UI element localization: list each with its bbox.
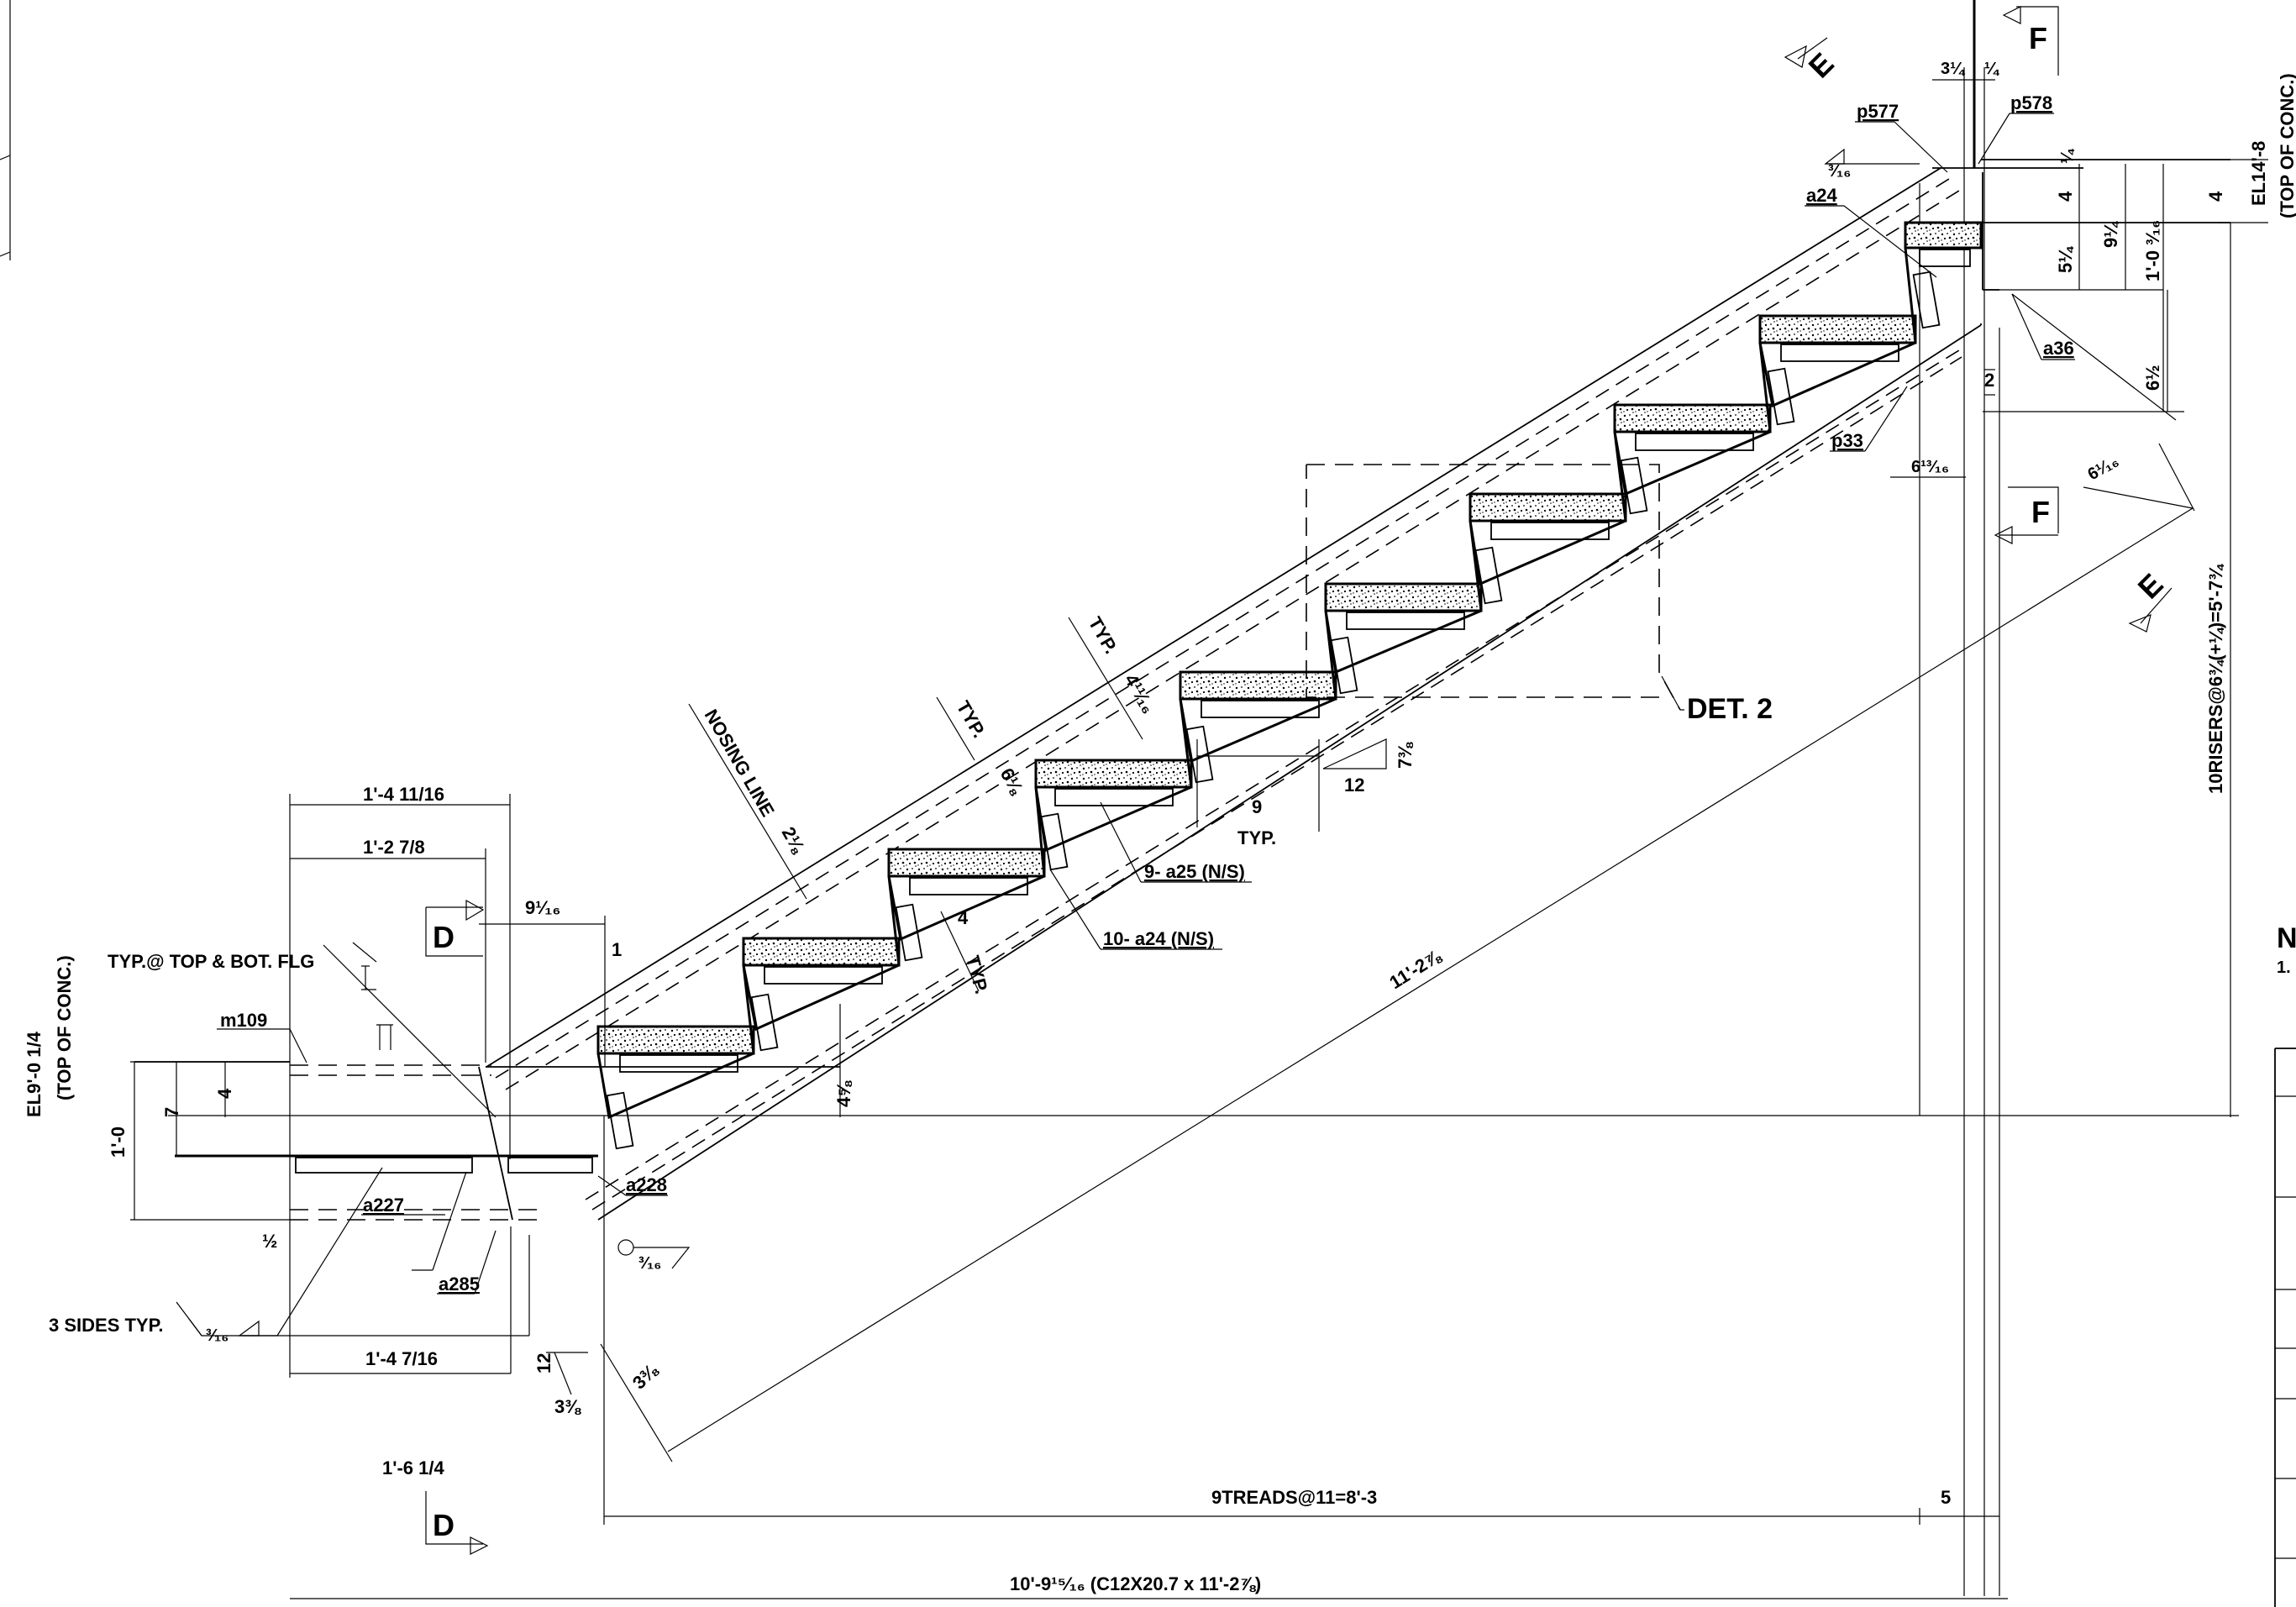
section-f-mid: F — [2031, 495, 2050, 529]
label-risers: 10RISERS@6¾(+¼)=5'-7¾ — [2205, 564, 2226, 794]
dim-4-r2: 4 — [2205, 191, 2226, 202]
dim-2-1-8: 2⅛ — [778, 823, 810, 857]
step-outline — [596, 247, 1917, 1120]
dim-5: 5 — [1941, 1487, 1951, 1508]
section-d-top: D — [433, 920, 454, 954]
label-det2: DET. 2 — [1687, 693, 1773, 725]
dim-6-1-8: 6⅛ — [996, 764, 1028, 798]
treads — [596, 221, 1983, 1150]
dim-7-3-8: 7⅜ — [1395, 742, 1416, 769]
dim-4-r1: 4 — [2055, 191, 2076, 202]
part-p578: p578 — [2010, 92, 2052, 113]
dim-12: 12 — [1344, 775, 1364, 796]
right-dimensions — [1890, 79, 2268, 509]
label-typ-3: TYP. — [962, 953, 992, 996]
section-d-bottom: D — [433, 1508, 454, 1542]
dim-4-left: 4 — [214, 1088, 235, 1099]
part-m109: m109 — [220, 1010, 267, 1031]
dim-3-16-b: ³⁄₁₆ — [638, 1254, 661, 1273]
leader-lines — [217, 113, 2075, 1337]
dim-3-16-a: ³⁄₁₆ — [206, 1326, 229, 1345]
label-top-conc-top: (TOP OF CONC.) — [2277, 73, 2296, 218]
part-a227: a227 — [363, 1195, 404, 1216]
dim-3-16-c: ³⁄₁₆ — [1828, 162, 1851, 181]
part-p577: p577 — [1857, 101, 1899, 122]
part-a25-ns: 9- a25 (N/S) — [1144, 861, 1245, 882]
part-a24: a24 — [1806, 185, 1837, 206]
dim-11-2-7-8: 11'-2⅞ — [1385, 945, 1445, 993]
dim-9-1-4: 9¼ — [2100, 221, 2121, 248]
label-treads: 9TREADS@11=8'-3 — [1211, 1487, 1377, 1508]
dim-12-slope: 12 — [533, 1353, 554, 1373]
section-markers — [425, 6, 2173, 1555]
dim-6-1-16: 6¹⁄₁₆ — [2085, 452, 2122, 484]
dim-4-5-8: 4⅝ — [833, 1080, 854, 1107]
label-typ-4: TYP. — [1237, 827, 1276, 848]
section-f-top: F — [2029, 21, 2047, 55]
slope-dimension — [600, 443, 2195, 1463]
dim-quarter-side: ¼ — [2058, 148, 2077, 164]
dim-2: 2 — [1984, 370, 1994, 391]
dim-quarter-top: ¼ — [1984, 60, 2000, 78]
weld-symbols — [176, 148, 1920, 1395]
label-three-sides: 3 SIDES TYP. — [49, 1315, 164, 1336]
part-a285: a285 — [439, 1274, 480, 1295]
label-top-conc-bottom: (TOP OF CONC.) — [54, 955, 75, 1100]
label-overall: 10'-9¹⁵⁄₁₆ (C12X20.7 x 11'-2⅞) — [1010, 1573, 1261, 1594]
left-dimensions — [130, 794, 606, 1378]
bottom-members — [134, 1061, 598, 1221]
dim-1: 1 — [612, 939, 622, 960]
table-fragment — [2274, 1048, 2296, 1607]
dim-9: 9 — [1252, 796, 1262, 817]
label-el-top: EL14'-8 — [2248, 141, 2269, 206]
dim-6-13-16: 6¹³⁄₁₆ — [1911, 458, 1949, 476]
label-typ-flg: TYP.@ TOP & BOT. FLG — [108, 951, 314, 972]
dim-4-typ: 4 — [958, 907, 969, 928]
bottom-dimensions — [290, 1508, 2008, 1599]
note-1: 1. — [2277, 958, 2291, 977]
dim-3-1-4: 3¼ — [1941, 60, 1966, 78]
label-nosing-line: NOSING LINE — [701, 706, 779, 820]
label-typ-1: TYP. — [953, 697, 990, 741]
part-a228: a228 — [626, 1174, 667, 1195]
dim-1-4-7-16: 1'-4 7/16 — [365, 1348, 438, 1369]
dim-7: 7 — [161, 1107, 182, 1117]
dim-4-11-16: 4¹¹⁄₁₆ — [1121, 670, 1159, 717]
part-a36: a36 — [2043, 338, 2074, 359]
dim-6-1-2: 6½ — [2142, 365, 2163, 391]
section-e-right: E — [2131, 567, 2170, 606]
note-header: N — [2277, 922, 2296, 954]
dim-half: ½ — [262, 1231, 277, 1252]
dim-1-6-1-4: 1'-6 1/4 — [382, 1457, 444, 1478]
part-p33: p33 — [1831, 430, 1863, 451]
dim-1-0: 1'-0 — [108, 1126, 129, 1158]
reference-lines — [168, 67, 2239, 1596]
label-el-bottom: EL9'-0 1/4 — [24, 1031, 45, 1117]
dim-3-3-8-slope: 3⅜ — [554, 1396, 581, 1417]
dim-9-1-16: 9¹⁄₁₆ — [525, 897, 560, 918]
edge-fragment — [0, 0, 11, 260]
dim-5-1-4: 5¼ — [2055, 246, 2076, 273]
label-typ-2: TYP. — [1085, 613, 1122, 657]
dim-1-4-11-16: 1'-4 11/16 — [363, 784, 444, 805]
part-a24-ns: 10- a24 (N/S) — [1103, 928, 1214, 949]
dim-3-3-8-weld: 3⅜ — [628, 1359, 662, 1393]
det2-box — [1306, 464, 1684, 711]
dim-1-2-7-8: 1'-2 7/8 — [363, 837, 425, 858]
dim-1-0-3-16: 1'-0 ³⁄₁₆ — [2142, 220, 2163, 281]
